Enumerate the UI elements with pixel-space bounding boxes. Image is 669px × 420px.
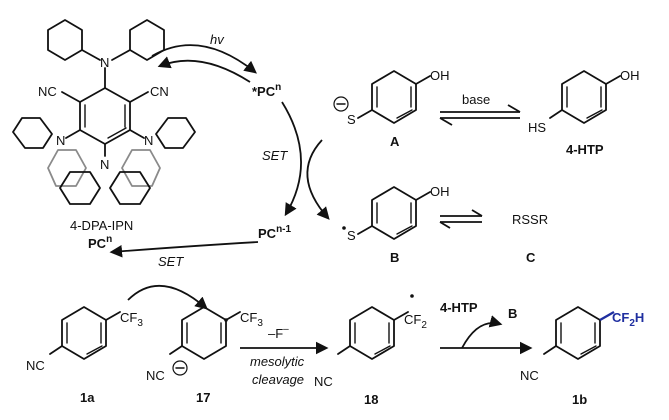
compound-18-structure: CF2 NC: [314, 294, 427, 389]
nitrile-left: NC: [38, 84, 57, 99]
bottom-amine-n: N: [100, 157, 109, 172]
fluoride-loss-label: –F–: [268, 324, 289, 341]
compound-18-label: 18: [364, 392, 378, 407]
equilibrium-label: base: [462, 92, 490, 107]
relaxation-arrow: [157, 56, 251, 83]
excitation-arrow: [151, 44, 257, 74]
compound-a-oh: OH: [430, 68, 450, 83]
set-label-upper: SET: [262, 148, 288, 163]
hat-byproduct-label: B: [508, 306, 517, 321]
set-label-lower: SET: [158, 254, 184, 269]
dimerization-forward-head: [471, 209, 483, 217]
compound-a-structure: OH S: [333, 68, 450, 127]
mesolytic-label-1: mesolytic: [250, 354, 305, 369]
compound-htp-label: 4-HTP: [566, 142, 604, 157]
compound-b-label: B: [390, 250, 399, 265]
photocatalyst-ground-state: PCn: [88, 234, 112, 251]
compound-18-cf2: CF2: [404, 312, 427, 331]
set-arrow-lower: [109, 241, 259, 258]
compound-1a-cf3: CF3: [120, 310, 143, 329]
compound-1a-structure: CF3 NC: [26, 306, 143, 373]
excited-photocatalyst: *PCn: [252, 82, 281, 99]
substrate-reduction-arrow: [127, 285, 208, 310]
compound-17-label: 17: [196, 390, 210, 405]
compound-17-structure: CF3 NC: [146, 306, 263, 383]
compound-b-oh: OH: [430, 184, 450, 199]
reduced-photocatalyst: PCn-1: [258, 224, 292, 241]
equilibrium-reverse-head: [439, 117, 453, 126]
compound-b-s: S: [347, 228, 356, 243]
compound-1b-cf2h: CF2H: [612, 310, 644, 329]
excitation-label: hv: [210, 32, 225, 47]
compound-htp-structure: OH HS: [528, 68, 640, 135]
hat-reagent-label: 4-HTP: [440, 300, 478, 315]
compound-18-nc: NC: [314, 374, 333, 389]
right-amine-n: N: [144, 133, 153, 148]
mesolytic-label-2: cleavage: [252, 372, 304, 387]
compound-17-nc: NC: [146, 368, 165, 383]
compound-c-formula: RSSR: [512, 212, 548, 227]
compound-htp-oh: OH: [620, 68, 640, 83]
dimerization-reverse-head: [439, 221, 451, 229]
hat-byproduct-arrow: [461, 315, 503, 349]
nitrile-right: CN: [150, 84, 169, 99]
compound-1b-nc: NC: [520, 368, 539, 383]
compound-1b-structure: CF2H NC: [520, 306, 644, 383]
equilibrium-forward-head: [507, 104, 521, 113]
compound-1b-label: 1b: [572, 392, 587, 407]
compound-a-label: A: [390, 134, 400, 149]
compound-htp-hs: HS: [528, 120, 546, 135]
compound-1a-nc: NC: [26, 358, 45, 373]
compound-c-label: C: [526, 250, 536, 265]
photocatalyst-structure: N NC CN N N N: [12, 19, 196, 205]
compound-b-structure: OH S: [342, 184, 450, 243]
set-arrow-upper: [281, 101, 302, 217]
compound-17-cf3: CF3: [240, 310, 263, 329]
left-amine-n: N: [56, 133, 65, 148]
thiolate-oxidation-arrow: [306, 139, 330, 220]
photocatalyst-name: 4-DPA-IPN: [70, 218, 133, 233]
compound-1a-label: 1a: [80, 390, 95, 405]
top-amine-n: N: [100, 55, 109, 70]
compound-a-s: S: [347, 112, 356, 127]
